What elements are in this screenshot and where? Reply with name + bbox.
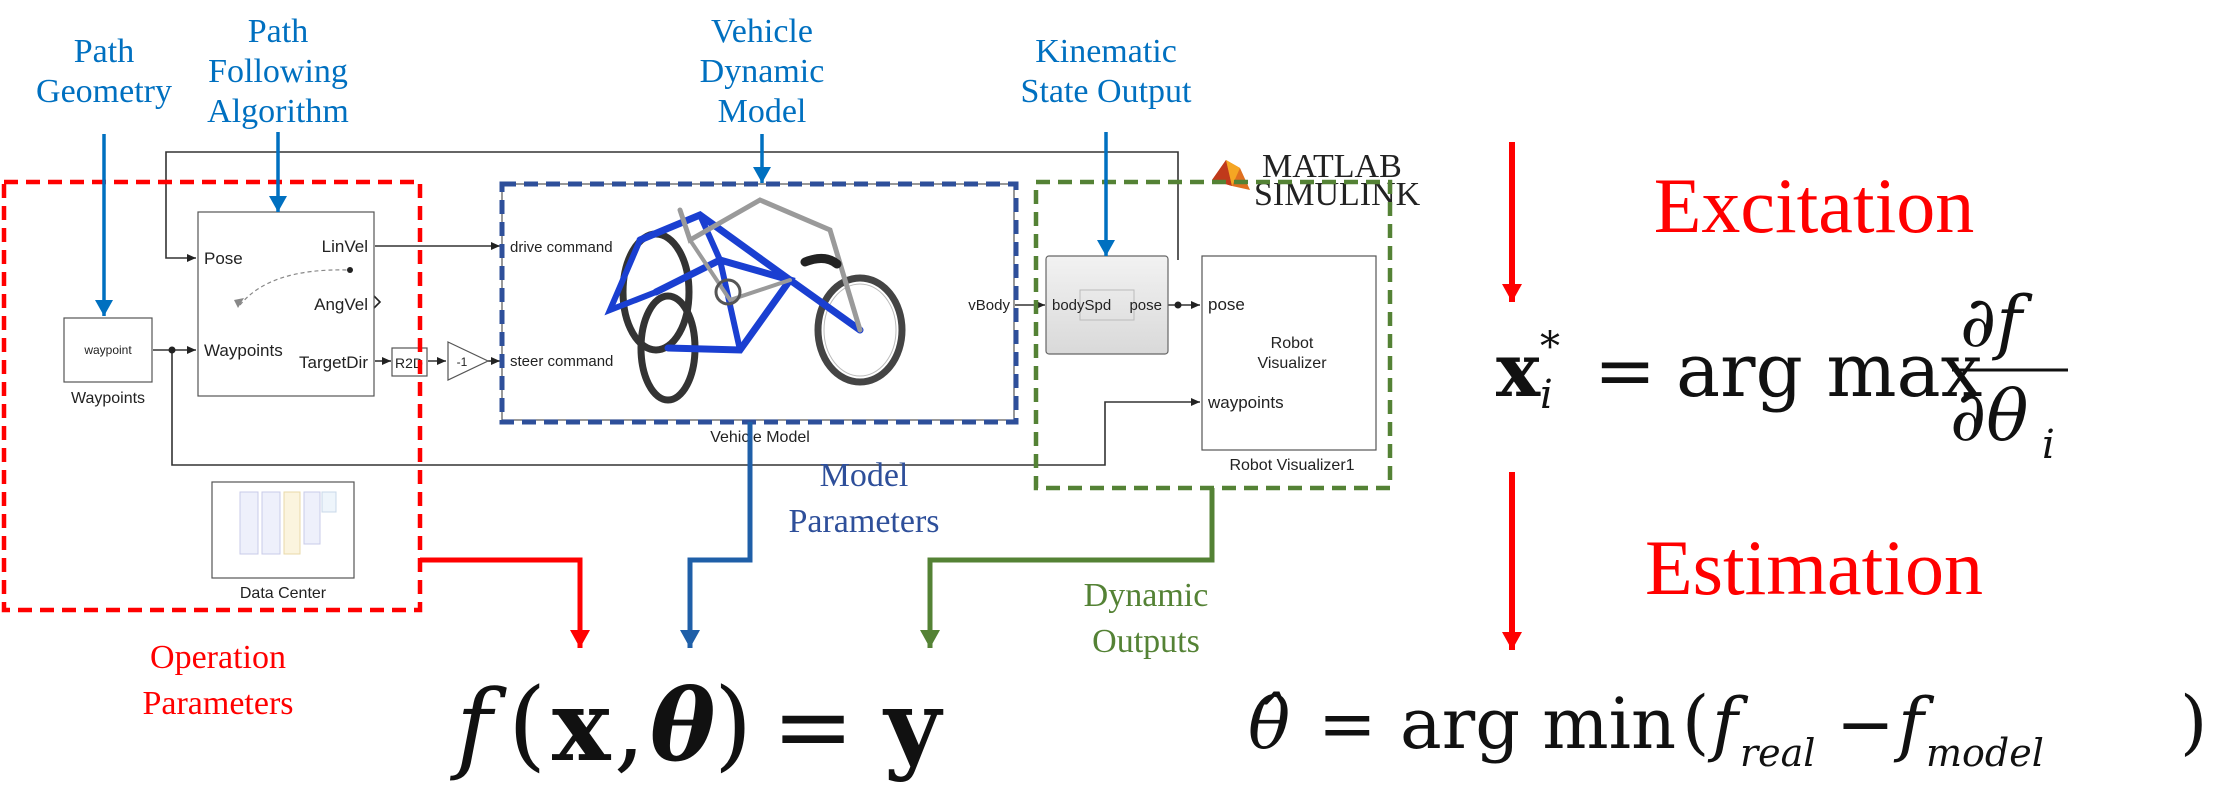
exc-partial-theta: ∂θ (1950, 375, 2028, 457)
dynamic-outputs-line1: Dynamic (1084, 577, 1209, 614)
port-waypoints: Waypoints (204, 341, 283, 360)
r2d-block[interactable] (391, 347, 428, 377)
eq-comma: , (614, 670, 645, 784)
vehicle-model-block[interactable] (501, 183, 1015, 421)
logo-matlab-text: MATLAB (1262, 148, 1402, 185)
vehicle-dynamic-line3: Model (718, 93, 807, 130)
path-geometry-line2: Geometry (36, 73, 172, 110)
exc-argmax: arg max (1676, 328, 1982, 414)
path-following-line3: Algorithm (207, 93, 349, 130)
data-center-thumbnail-icon (239, 491, 337, 555)
waypoint-block-text: waypoint (83, 343, 132, 357)
vehicle-model-label: Vehicle Model (710, 429, 810, 446)
main-equation: f ( x , θ ) = y (449, 668, 944, 784)
bodyspd-inner-icon (1079, 289, 1135, 321)
vehicle-dynamic-line1: Vehicle (711, 13, 813, 50)
est-argmin: arg min (1400, 683, 1676, 765)
path-following-block[interactable] (197, 211, 375, 397)
eq-y: y (882, 669, 944, 784)
exc-sub-i: i (1540, 372, 1553, 418)
eq-close-paren: ) (714, 668, 752, 782)
port-drive-command: drive command (510, 239, 613, 256)
eq-x: x (552, 669, 612, 784)
model-parameters-line2: Parameters (788, 503, 939, 540)
est-model-sub: model (1926, 731, 2044, 775)
annotation-arrows-blue (95, 132, 1115, 316)
visualizer-title-line1: Robot (1271, 335, 1314, 352)
waypoint-block[interactable] (63, 317, 153, 383)
exc-partial-f: ∂f (1960, 281, 2033, 363)
kinematic-line2: State Output (1021, 73, 1192, 110)
operation-parameters-line2: Parameters (142, 685, 293, 722)
port-visualizer-waypoints: waypoints (1207, 393, 1284, 412)
estimation-label: Estimation (1645, 524, 1983, 611)
path-following-line2: Following (208, 53, 348, 90)
eq-open-paren: ( (508, 668, 546, 782)
estimation-equation: θ̂ = arg min ( f real − f model ) (1248, 681, 2207, 775)
model-parameters-line1: Model (820, 457, 909, 494)
exc-theta-sub-i: i (2042, 422, 2055, 468)
port-pose: Pose (204, 249, 243, 268)
path-following-line1: Path (248, 13, 308, 50)
tricycle-illustration (604, 197, 906, 404)
operation-parameters-line1: Operation (150, 639, 286, 676)
waypoints-block-label: Waypoints (71, 390, 145, 407)
junction-dot (168, 346, 176, 354)
port-targetdir: TargetDir (299, 353, 368, 372)
junction-dot (1174, 301, 1182, 309)
outputs-to-y-arrow (920, 488, 1215, 648)
port-steer-command: steer command (510, 353, 613, 370)
model-to-theta-arrow (680, 422, 753, 648)
path-curve-icon (239, 269, 349, 306)
robot-visualizer-block[interactable] (1201, 255, 1377, 451)
exc-star: * (1540, 324, 1560, 370)
robot-visualizer-label: Robot Visualizer1 (1229, 457, 1354, 474)
operation-to-x-arrow (420, 557, 590, 648)
eq-equals: = (772, 670, 854, 784)
simulink-wiring (153, 151, 1200, 466)
dynamic-outputs-line2: Outputs (1092, 623, 1200, 660)
eq-theta: θ (650, 669, 715, 784)
port-visualizer-pose: pose (1208, 295, 1245, 314)
exc-equals: = (1594, 328, 1656, 414)
operation-parameters-box (1, 179, 423, 613)
gain-block-label: -1 (457, 355, 468, 369)
gain-block[interactable] (447, 341, 490, 381)
path-arrow-icon (234, 298, 244, 308)
est-real-sub: real (1740, 731, 1815, 775)
est-theta-hat: θ̂ (1248, 683, 1290, 765)
visualizer-title-line2: Visualizer (1257, 355, 1327, 372)
eq-f: f (449, 670, 507, 784)
path-geometry-line1: Path (74, 33, 134, 70)
target-point-icon (347, 267, 353, 273)
angvel-port-icon (373, 295, 382, 309)
port-linvel: LinVel (322, 237, 368, 256)
excitation-label: Excitation (1654, 162, 1975, 249)
excitation-equation: x * i = arg max ∂f ∂θ i (1496, 281, 2068, 468)
port-bodyspd: bodySpd (1052, 297, 1111, 314)
port-vbody: vBody (968, 297, 1010, 314)
est-close-paren: ) (2180, 681, 2207, 763)
kinematic-line1: Kinematic (1035, 33, 1177, 70)
data-center-label: Data Center (240, 585, 327, 602)
port-bodyspd-pose: pose (1129, 297, 1162, 314)
r2d-block-label: R2D (395, 355, 423, 371)
est-minus: − (1836, 683, 1895, 765)
port-angvel: AngVel (314, 295, 368, 314)
exc-x: x (1496, 328, 1541, 414)
est-open-paren: ( (1682, 681, 1709, 763)
est-equals: = (1318, 683, 1377, 765)
vehicle-dynamic-line2: Dynamic (700, 53, 825, 90)
